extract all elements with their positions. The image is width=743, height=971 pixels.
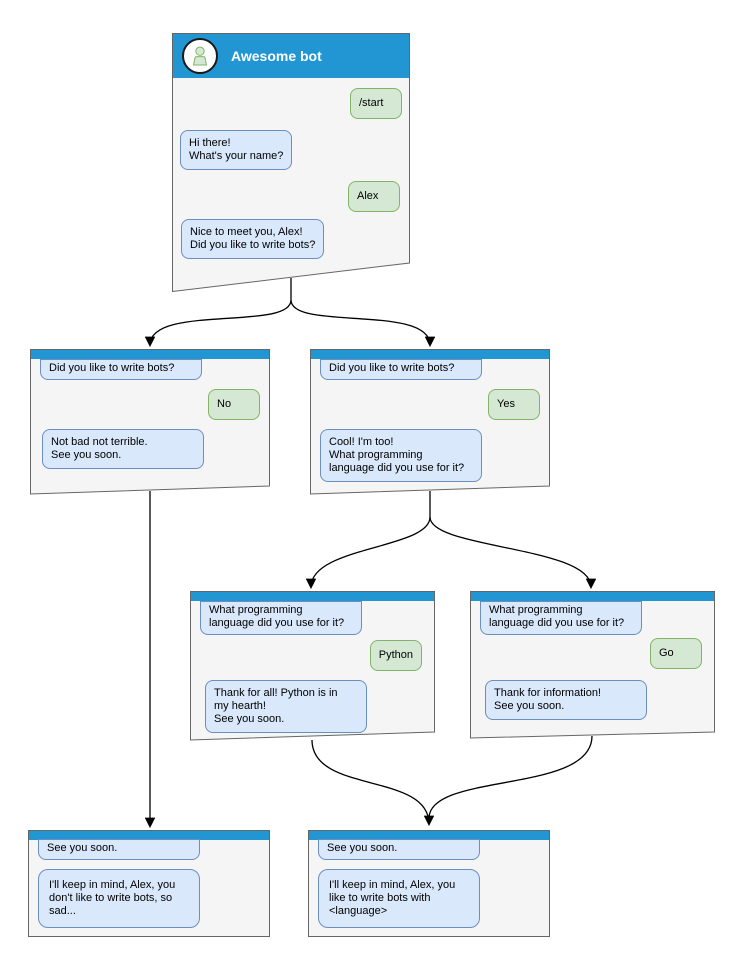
bot-message-bubble: Thank for all! Python is in my hearth! S… — [205, 680, 367, 733]
user-message-bubble: Python — [369, 640, 422, 671]
bot-message-bubble: Hi there! What's your name? — [180, 130, 293, 170]
edge-root-to-branch-no — [144, 299, 292, 348]
bot-message-bubble: What programming language did you use fo… — [480, 601, 642, 635]
window-title: Awesome bot — [231, 48, 322, 64]
avatar — [182, 38, 218, 74]
window-topbar — [311, 350, 549, 359]
bot-message-bubble: I'll keep in mind, Alex, you like to wri… — [318, 869, 480, 928]
chat-window-branch-no: Did you like to write bots? No Not bad n… — [30, 349, 270, 495]
bot-message-bubble: Did you like to write bots? — [320, 359, 482, 380]
chat-window-end-yes: See you soon. I'll keep in mind, Alex, y… — [308, 830, 550, 937]
person-icon — [192, 46, 208, 66]
user-message-bubble: No — [208, 389, 260, 420]
bot-message-bubble: See you soon. — [38, 839, 200, 860]
edge-branch-yes-to-python — [305, 516, 431, 590]
user-message-bubble: Yes — [488, 389, 540, 420]
window-topbar — [191, 592, 434, 601]
bot-message-bubble: Nice to meet you, Alex! Did you like to … — [181, 219, 325, 259]
bot-message-bubble: What programming language did you use fo… — [200, 601, 362, 635]
edge-branch-yes-to-go — [429, 516, 597, 590]
edge-go-to-end-yes — [428, 735, 593, 819]
edge-root-to-branch-yes — [290, 299, 436, 348]
bot-message-bubble: Not bad not terrible. See you soon. — [42, 429, 204, 469]
edge-python-to-end-yes — [311, 739, 435, 827]
user-message-bubble: Go — [650, 638, 702, 669]
bot-message-bubble: I'll keep in mind, Alex, you don't like … — [38, 869, 200, 928]
bot-message-bubble: Cool! I'm too! What programming language… — [320, 429, 482, 482]
window-topbar — [29, 831, 269, 840]
window-titlebar: Awesome bot — [173, 34, 409, 78]
user-message-bubble: Alex — [348, 181, 400, 212]
window-topbar — [309, 831, 549, 840]
chat-window-end-no: See you soon. I'll keep in mind, Alex, y… — [28, 830, 270, 937]
window-topbar — [31, 350, 269, 359]
chat-window-branch-yes: Did you like to write bots? Yes Cool! I'… — [310, 349, 550, 495]
chat-window-awesome-bot: Awesome bot /start Hi there! What's your… — [172, 33, 410, 292]
chat-window-lang-go: What programming language did you use fo… — [470, 591, 715, 739]
bot-message-bubble: Thank for information! See you soon. — [485, 680, 647, 720]
user-message-bubble: /start — [350, 88, 402, 119]
bot-message-bubble: See you soon. — [318, 839, 480, 860]
window-topbar — [471, 592, 714, 601]
bot-message-bubble: Did you like to write bots? — [40, 359, 202, 380]
chat-window-lang-python: What programming language did you use fo… — [190, 591, 435, 741]
